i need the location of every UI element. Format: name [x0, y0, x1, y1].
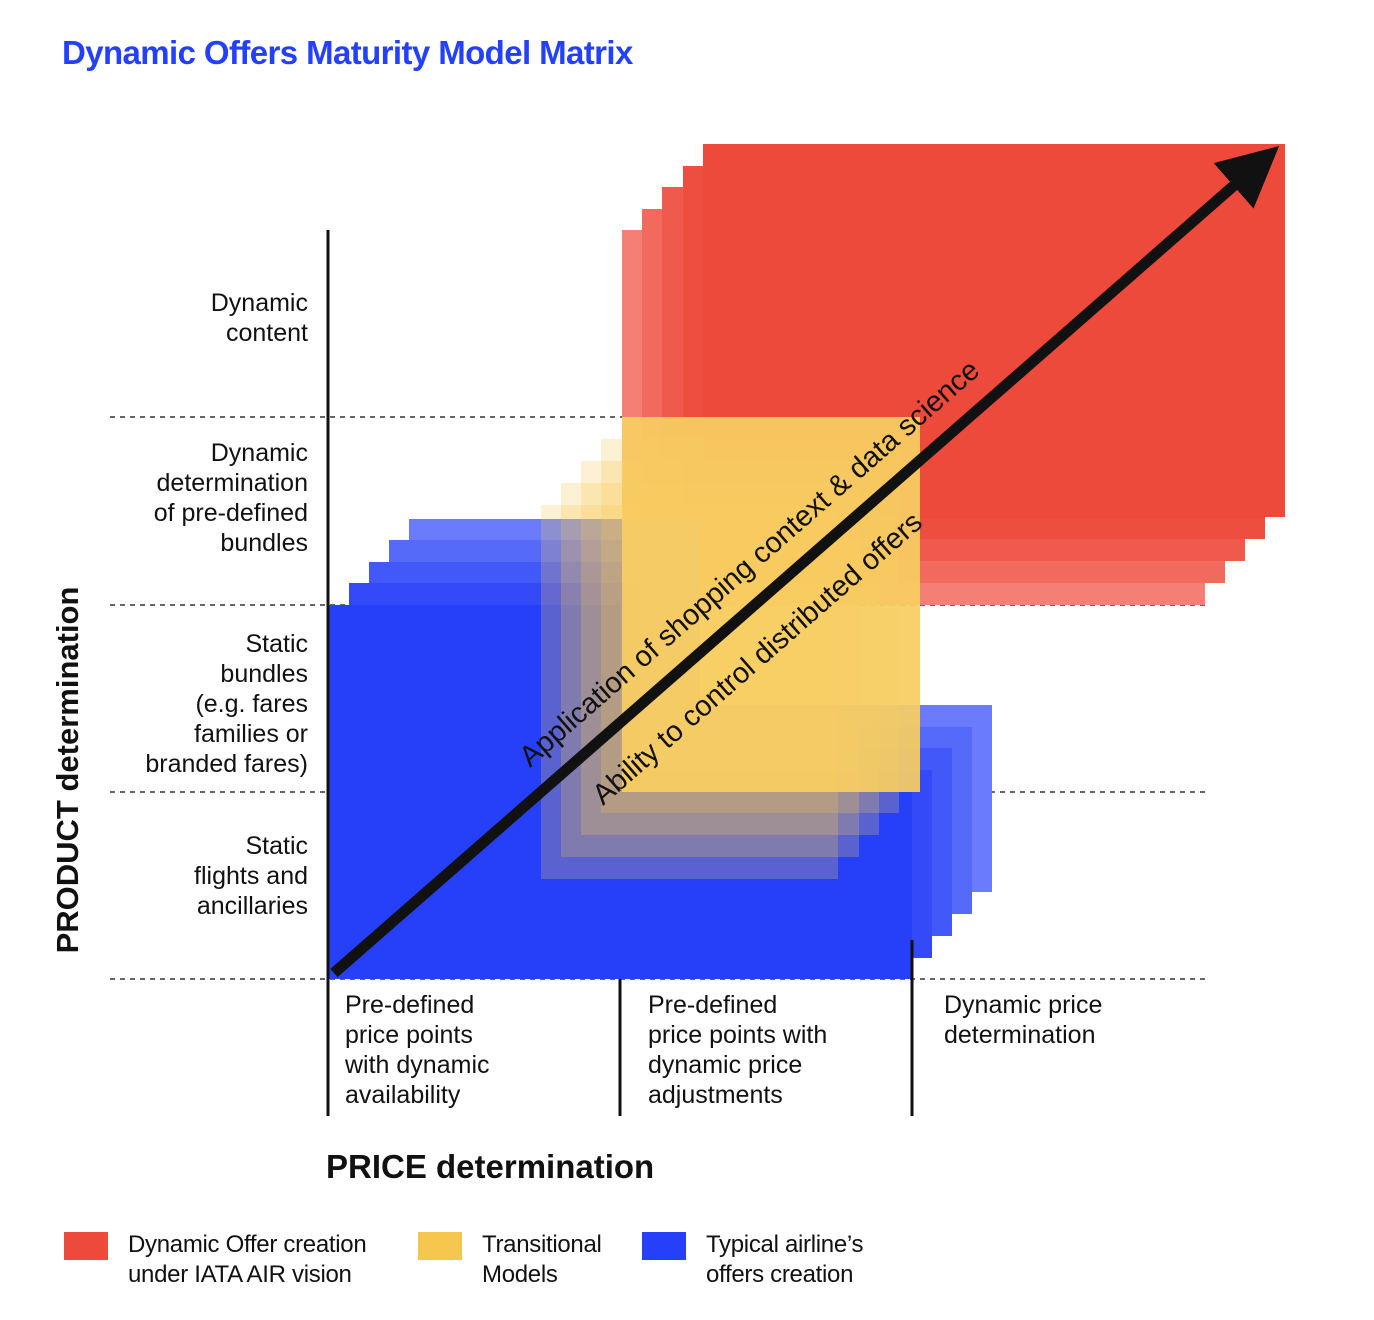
price-axis-title: PRICE determination	[326, 1148, 655, 1185]
row-label-line: of pre-defined	[153, 499, 308, 527]
legend-label: Transitional Models	[482, 1230, 602, 1290]
blue-layer-5	[328, 605, 912, 979]
legend-item-typical-airline: Typical airline’s offers creation	[642, 1230, 864, 1290]
row-label-dynamic-bundles: Dynamic determination of pre-defined bun…	[154, 438, 308, 558]
legend-item-transitional: Transitional Models	[418, 1230, 602, 1290]
yellow-region	[541, 417, 920, 879]
legend-swatch-yellow	[418, 1232, 462, 1260]
row-label-line: families or	[194, 720, 308, 748]
row-label-line: determination	[156, 469, 308, 497]
row-label-line: Dynamic	[210, 289, 308, 317]
legend-swatch-blue	[642, 1232, 686, 1260]
legend-item-dynamic-offer: Dynamic Offer creation under IATA AIR vi…	[64, 1230, 367, 1290]
legend-label-line: offers creation	[706, 1261, 854, 1288]
legend-label: Dynamic Offer creation under IATA AIR vi…	[128, 1230, 367, 1290]
row-label-line: Dynamic	[210, 439, 308, 467]
column-label-line: availability	[345, 1081, 461, 1109]
maturity-arrow	[330, 146, 1280, 978]
yellow-layer-5	[622, 417, 920, 792]
legend-label-line: Dynamic Offer creation	[128, 1231, 367, 1258]
column-label-line: Pre-defined	[648, 991, 778, 1019]
column-label-line: price points	[345, 1021, 473, 1049]
row-label-static-flights: Static flights and ancillaries	[194, 831, 308, 921]
legend-label: Typical airline’s offers creation	[706, 1230, 864, 1290]
column-label-line: Pre-defined	[345, 991, 475, 1019]
product-axis-title: PRODUCT determination	[50, 586, 85, 954]
legend-label-line: Typical airline’s	[706, 1231, 864, 1258]
column-label-line: with dynamic	[345, 1051, 490, 1079]
column-label-predefined-availability: Pre-defined price points with dynamic av…	[345, 990, 490, 1110]
column-label-predefined-adjustments: Pre-defined price points with dynamic pr…	[648, 990, 827, 1110]
row-label-line: Static	[245, 630, 308, 658]
row-label-dynamic-content: Dynamic content	[211, 288, 308, 348]
row-label-line: (e.g. fares	[195, 690, 308, 718]
legend-label-line: under IATA AIR vision	[128, 1261, 352, 1288]
column-label-line: determination	[944, 1021, 1096, 1049]
row-label-line: branded fares)	[145, 750, 308, 778]
page-title: Dynamic Offers Maturity Model Matrix	[62, 34, 633, 71]
column-label-line: Dynamic price	[944, 991, 1103, 1019]
row-label-line: bundles	[220, 529, 308, 557]
row-label-line: flights and	[194, 862, 308, 890]
row-label-line: bundles	[220, 660, 308, 688]
column-label-line: dynamic price	[648, 1051, 803, 1079]
row-label-line: ancillaries	[196, 892, 308, 920]
row-label-line: content	[225, 319, 308, 347]
column-label-line: price points with	[648, 1021, 828, 1049]
legend-swatch-red	[64, 1232, 108, 1260]
legend-label-line: Transitional	[482, 1231, 602, 1258]
row-label-static-bundles: Static bundles (e.g. fares families or b…	[145, 629, 308, 779]
axis-lines	[326, 230, 914, 1116]
legend-label-line: Models	[482, 1261, 558, 1288]
column-label-line: adjustments	[648, 1081, 783, 1109]
column-label-dynamic-price: Dynamic price determination	[944, 990, 1102, 1050]
row-label-line: Static	[245, 832, 308, 860]
